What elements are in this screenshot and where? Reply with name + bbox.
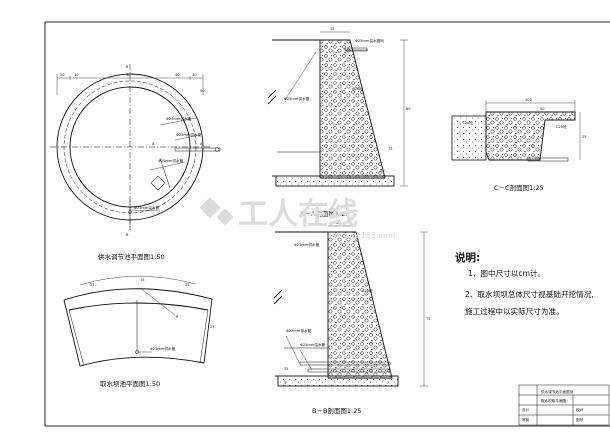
- aa-label-overflow: Φ25mm溢水圈网: [355, 38, 384, 43]
- section-cc-title: C－C剖面图1:25: [494, 183, 544, 192]
- notes-item-1: 1、图中尺寸以cm计。: [468, 268, 545, 278]
- bb-label-overflow: Φ25mm溢水管: [300, 342, 326, 347]
- cc-dim-1: 100: [525, 98, 533, 102]
- aa-dim-3: 75: [388, 147, 393, 151]
- plan-dim-5: 10: [192, 73, 197, 77]
- watermark-logo-icon: [199, 197, 234, 226]
- bb-label-pipe: Φ25mm供水管: [294, 242, 320, 247]
- section-cc: [451, 100, 581, 162]
- plan-view: [50, 64, 221, 230]
- plan-dim-3: 90: [126, 73, 131, 77]
- notes-heading: 说明:: [455, 251, 480, 264]
- plan-dim-6: 50: [200, 89, 205, 93]
- aa-dim-4: 50: [380, 169, 385, 173]
- plan-mark-a1: A: [152, 142, 155, 146]
- plan-mark-a2: A: [200, 142, 203, 146]
- aa-dim-1: 25: [330, 27, 335, 31]
- title-cell-4: 图号: [576, 417, 584, 422]
- plan-pipe-label-3: Φ25mm供水管: [158, 158, 184, 163]
- aa-label-concrete: C20砼: [352, 86, 363, 91]
- section-bb-title: B－B剖面图1:25: [312, 406, 362, 415]
- plan-view-title: 供水调节池平面图1:50: [98, 252, 165, 261]
- section-aa-title: A－A剖面图1:25: [300, 209, 350, 218]
- plan-mark-b2: B: [126, 233, 129, 237]
- plan-pipe-label-1: Φ25mm供水管: [166, 116, 192, 121]
- intake-dim-4: 25: [210, 325, 215, 329]
- aa-dim-2: 80: [406, 107, 411, 111]
- bb-dim-2: 25: [284, 367, 289, 371]
- title-drawing-name-1: 供水调节池平面图及: [541, 389, 574, 394]
- cc-label-2: C20砼: [556, 124, 567, 129]
- watermark-url: www.co188.com: [330, 231, 396, 240]
- plan-dim-1: 50: [60, 73, 65, 77]
- intake-dim-3: 25: [185, 283, 190, 287]
- title-block: [518, 384, 610, 426]
- intake-plan: [63, 276, 213, 367]
- bb-dim-3: 5: [284, 381, 286, 385]
- bb-dim-1: 50: [336, 221, 341, 225]
- section-bb: [273, 225, 428, 387]
- intake-pipe-label: Φ25mm供水管: [150, 346, 176, 351]
- notes-item-2: 2、取水坝坝总体尺寸视基础开挖情况,: [465, 289, 594, 299]
- aa-label-pipe: Φ25mm供水管: [284, 96, 310, 101]
- title-drawing-name-2: 取水坝取平面图: [541, 398, 567, 403]
- notes-item-3: 施工过程中以实际尺寸为准。: [465, 306, 564, 316]
- bb-label-concrete: C20砼: [362, 288, 373, 293]
- watermark-brand: 工人在线: [238, 197, 358, 232]
- plan-dim-2: 10: [74, 73, 79, 77]
- plan-pipe-label-2: Φ25mm供水管: [176, 132, 202, 137]
- bb-dim-4: 75: [426, 317, 431, 321]
- title-cell-3: 校对: [576, 407, 584, 412]
- bb-label-drain: Φ25mm排水管: [286, 328, 312, 333]
- intake-plan-title: 取水坝池平面图1:50: [100, 379, 160, 388]
- intake-dim-2: 15: [140, 278, 145, 282]
- title-cell-1: 设计: [522, 407, 530, 412]
- sheet-border: [44, 21, 610, 427]
- title-cell-2: 审核: [522, 417, 530, 422]
- plan-pipe-label-4: Φ25mm溢水管: [134, 205, 160, 210]
- intake-dim-1: 25: [90, 283, 95, 287]
- cc-dim-2: 25: [582, 135, 587, 139]
- cc-label-1: C20砼: [462, 120, 473, 125]
- plan-mark-b1: B: [126, 65, 129, 69]
- section-aa: [267, 31, 408, 187]
- intake-radius-label: R: [176, 315, 179, 319]
- plan-dim-4: 40: [175, 73, 180, 77]
- cc-dim-3: 50: [540, 107, 545, 111]
